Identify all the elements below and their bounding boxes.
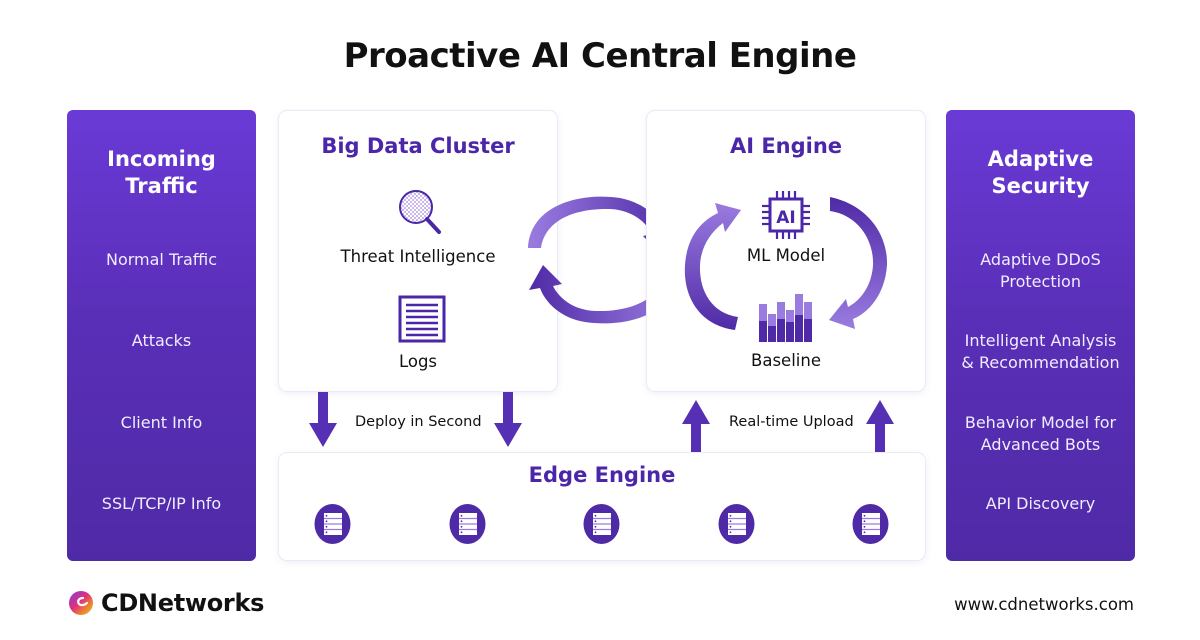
incoming-traffic-title-line1: Incoming — [107, 147, 216, 171]
adaptive-security-title-line1: Adaptive — [987, 147, 1094, 171]
server-icon — [583, 504, 620, 544]
edge-engine-title: Edge Engine — [528, 463, 676, 487]
security-item-api-line1: API Discovery — [985, 494, 1096, 513]
incoming-item-normal-traffic: Normal Traffic — [105, 250, 218, 269]
baseline-label: Baseline — [751, 351, 821, 370]
incoming-item-client-info: Client Info — [120, 413, 203, 432]
security-item-analysis-line2: & Recommendation — [961, 353, 1120, 372]
incoming-traffic-title: Incoming Traffic — [67, 146, 256, 200]
security-item-ddos-line1: Adaptive DDoS — [980, 250, 1101, 269]
security-item-bots: Behavior Model for Advanced Bots — [946, 412, 1135, 456]
ml-model-label: ML Model — [746, 246, 826, 265]
cdnetworks-logo-icon — [69, 591, 93, 615]
sync-cycle-arrows-icon — [528, 196, 678, 324]
magnifier-icon — [399, 190, 441, 234]
ai-chip-text: AI — [776, 208, 795, 228]
server-icon — [852, 504, 889, 544]
deploy-arrow-down-icon — [494, 392, 522, 447]
security-item-bots-line2: Advanced Bots — [980, 435, 1101, 454]
brand-name: CDNetworks — [101, 589, 265, 617]
logs-label: Logs — [398, 352, 438, 371]
ai-engine-title: AI Engine — [729, 134, 843, 158]
security-item-ddos: Adaptive DDoS Protection — [946, 249, 1135, 293]
adaptive-security-title-line2: Security — [991, 174, 1090, 198]
incoming-traffic-panel: Incoming Traffic Normal Traffic Attacks … — [67, 110, 256, 561]
big-data-cluster-card: Big Data Cluster Threat Intelligence Log… — [279, 111, 557, 391]
website-link[interactable]: www.cdnetworks.com — [954, 595, 1134, 614]
security-item-ddos-line2: Protection — [1000, 272, 1081, 291]
adaptive-security-title: Adaptive Security — [946, 146, 1135, 200]
document-icon — [398, 295, 446, 343]
server-icon — [449, 504, 485, 544]
server-icon — [718, 504, 754, 544]
incoming-item-ssl-info: SSL/TCP/IP Info — [101, 494, 222, 513]
page-title: Proactive AI Central Engine — [343, 36, 857, 76]
ai-cycle-arrows-icon — [684, 197, 888, 330]
security-item-analysis-line1: Intelligent Analysis — [964, 331, 1117, 350]
ai-chip-icon: AI — [762, 191, 810, 239]
upload-arrow-up-icon — [866, 400, 894, 454]
brand-logo: CDNetworks — [67, 589, 264, 617]
threat-intelligence-label: Threat Intelligence — [340, 247, 496, 266]
deploy-label: Deploy in Second — [355, 414, 482, 430]
security-item-api: API Discovery — [946, 493, 1135, 515]
upload-arrow-up-icon — [682, 400, 710, 454]
big-data-cluster-title: Big Data Cluster — [321, 134, 515, 158]
adaptive-security-panel: Adaptive Security Adaptive DDoS Protecti… — [946, 110, 1135, 561]
bar-chart-icon — [759, 294, 812, 342]
incoming-item-attacks: Attacks — [131, 331, 192, 350]
upload-label: Real-time Upload — [729, 414, 854, 430]
incoming-traffic-title-line2: Traffic — [125, 174, 198, 198]
deploy-arrow-down-icon — [309, 392, 337, 447]
security-item-bots-line1: Behavior Model for — [964, 413, 1117, 432]
server-icon — [314, 504, 351, 544]
security-item-analysis: Intelligent Analysis & Recommendation — [946, 330, 1135, 374]
